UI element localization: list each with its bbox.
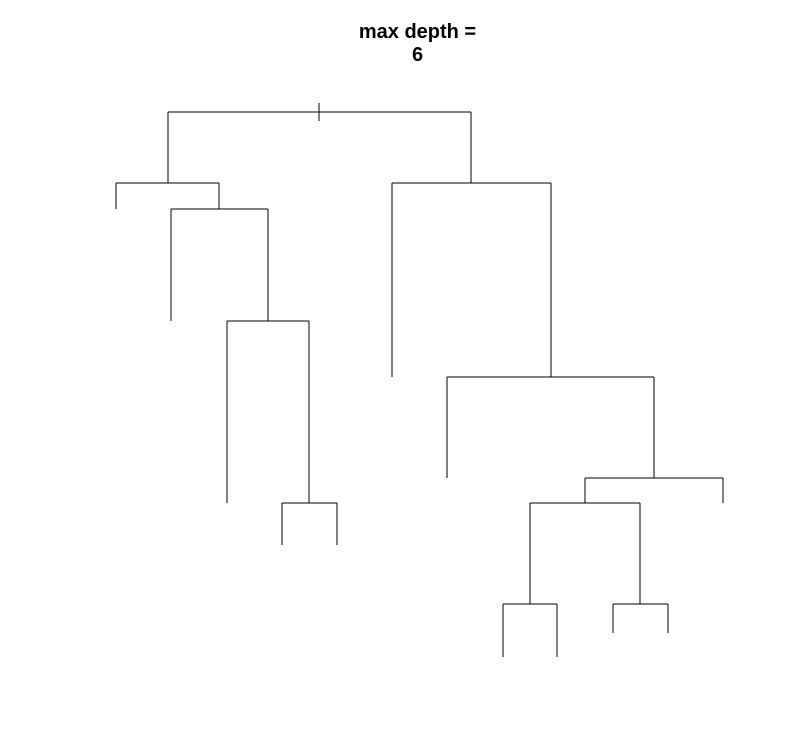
tree-node-right-5a [502, 603, 558, 657]
tree-node-root [167, 103, 472, 183]
tree-node-left-2 [170, 208, 269, 321]
plot-title-line-1: max depth = [358, 21, 477, 43]
tree-node-right-1 [391, 182, 552, 377]
tree-node-right-5b [612, 603, 669, 633]
plot-title-line-2: 6 [411, 44, 424, 66]
tree-node-left-1 [115, 182, 220, 209]
tree-node-right-4 [529, 502, 641, 604]
tree-node-left-4 [281, 502, 338, 545]
tree-node-right-2 [446, 376, 655, 478]
tree-node-left-3 [226, 320, 310, 503]
tree-node-right-3 [584, 477, 724, 503]
